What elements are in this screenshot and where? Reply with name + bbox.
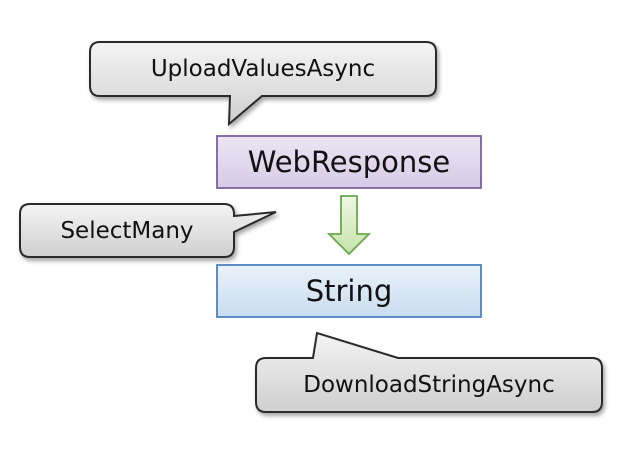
download-callout-shape xyxy=(255,331,603,413)
select-many-callout-shape xyxy=(19,203,277,258)
webresponse-box xyxy=(216,135,482,189)
down-arrow-icon xyxy=(326,195,372,256)
upload-callout-shape xyxy=(89,41,437,127)
string-box xyxy=(216,264,482,318)
